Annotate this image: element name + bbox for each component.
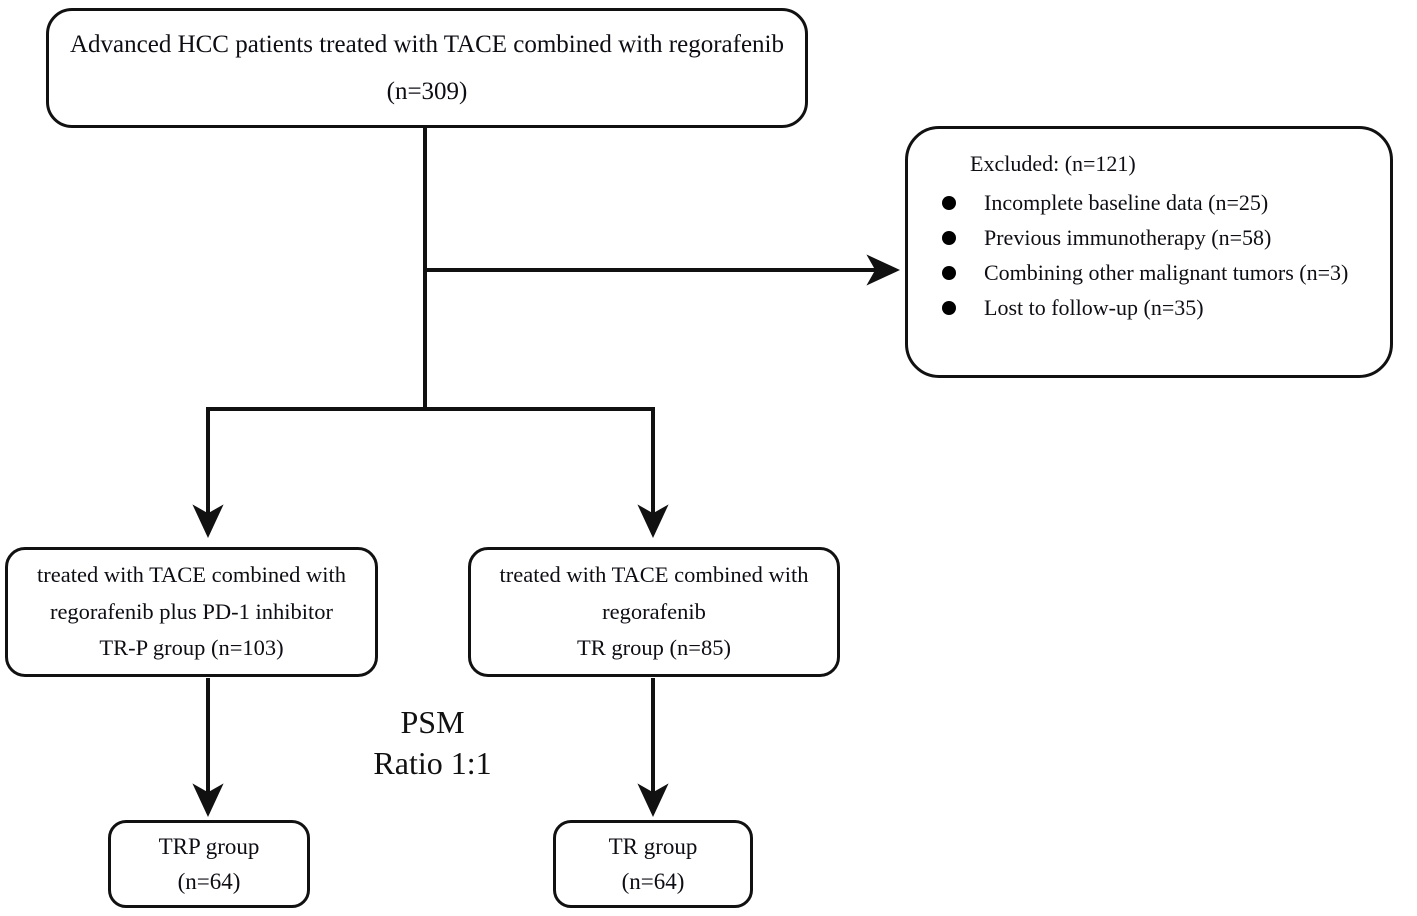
node-enrollment: Advanced HCC patients treated with TACE … <box>46 8 808 128</box>
excluded-reason-list: Incomplete baseline data (n=25) Previous… <box>942 181 1380 330</box>
group-right-line-3: TR group (n=85) <box>577 635 731 661</box>
group-left-line-1: treated with TACE combined with <box>37 562 346 588</box>
list-item: Incomplete baseline data (n=25) <box>942 190 1380 216</box>
node-group-trp: treated with TACE combined with regorafe… <box>5 547 378 677</box>
enrollment-line-2: (n=309) <box>386 78 468 105</box>
psm-caption: PSM Ratio 1:1 <box>320 702 545 784</box>
bullet-icon <box>942 266 956 280</box>
group-right-line-1: treated with TACE combined with <box>499 562 809 588</box>
list-item: Previous immunotherapy (n=58) <box>942 225 1380 251</box>
group-left-line-2: regorafenib plus PD-1 inhibitor <box>49 598 334 624</box>
list-item: Combining other malignant tumors (n=3) <box>942 260 1380 286</box>
excluded-reason-label: Incomplete baseline data (n=25) <box>984 190 1269 215</box>
node-final-tr: TR group (n=64) <box>553 820 753 908</box>
final-left-line-1: TRP group <box>158 834 260 859</box>
psm-line-1: PSM <box>400 704 465 740</box>
node-final-trp: TRP group (n=64) <box>108 820 310 908</box>
final-right-line-1: TR group <box>608 834 698 859</box>
bullet-icon <box>942 196 956 210</box>
excluded-title: Excluded: (n=121) <box>970 151 1136 176</box>
final-left-line-2: (n=64) <box>177 869 241 894</box>
group-left-line-3: TR-P group (n=103) <box>99 635 284 661</box>
enrollment-line-1: Advanced HCC patients treated with TACE … <box>69 31 784 58</box>
excluded-reason-label: Combining other malignant tumors (n=3) <box>984 260 1349 285</box>
bullet-icon <box>942 301 956 315</box>
psm-line-2: Ratio 1:1 <box>373 744 492 781</box>
node-excluded: Excluded: (n=121) Incomplete baseline da… <box>905 126 1393 378</box>
group-right-line-2: regorafenib <box>602 598 706 624</box>
excluded-reason-label: Previous immunotherapy (n=58) <box>984 225 1272 250</box>
excluded-reason-label: Lost to follow-up (n=35) <box>984 295 1204 320</box>
final-right-line-2: (n=64) <box>621 869 685 894</box>
list-item: Lost to follow-up (n=35) <box>942 295 1380 321</box>
bullet-icon <box>942 231 956 245</box>
node-group-tr: treated with TACE combined with regorafe… <box>468 547 840 677</box>
